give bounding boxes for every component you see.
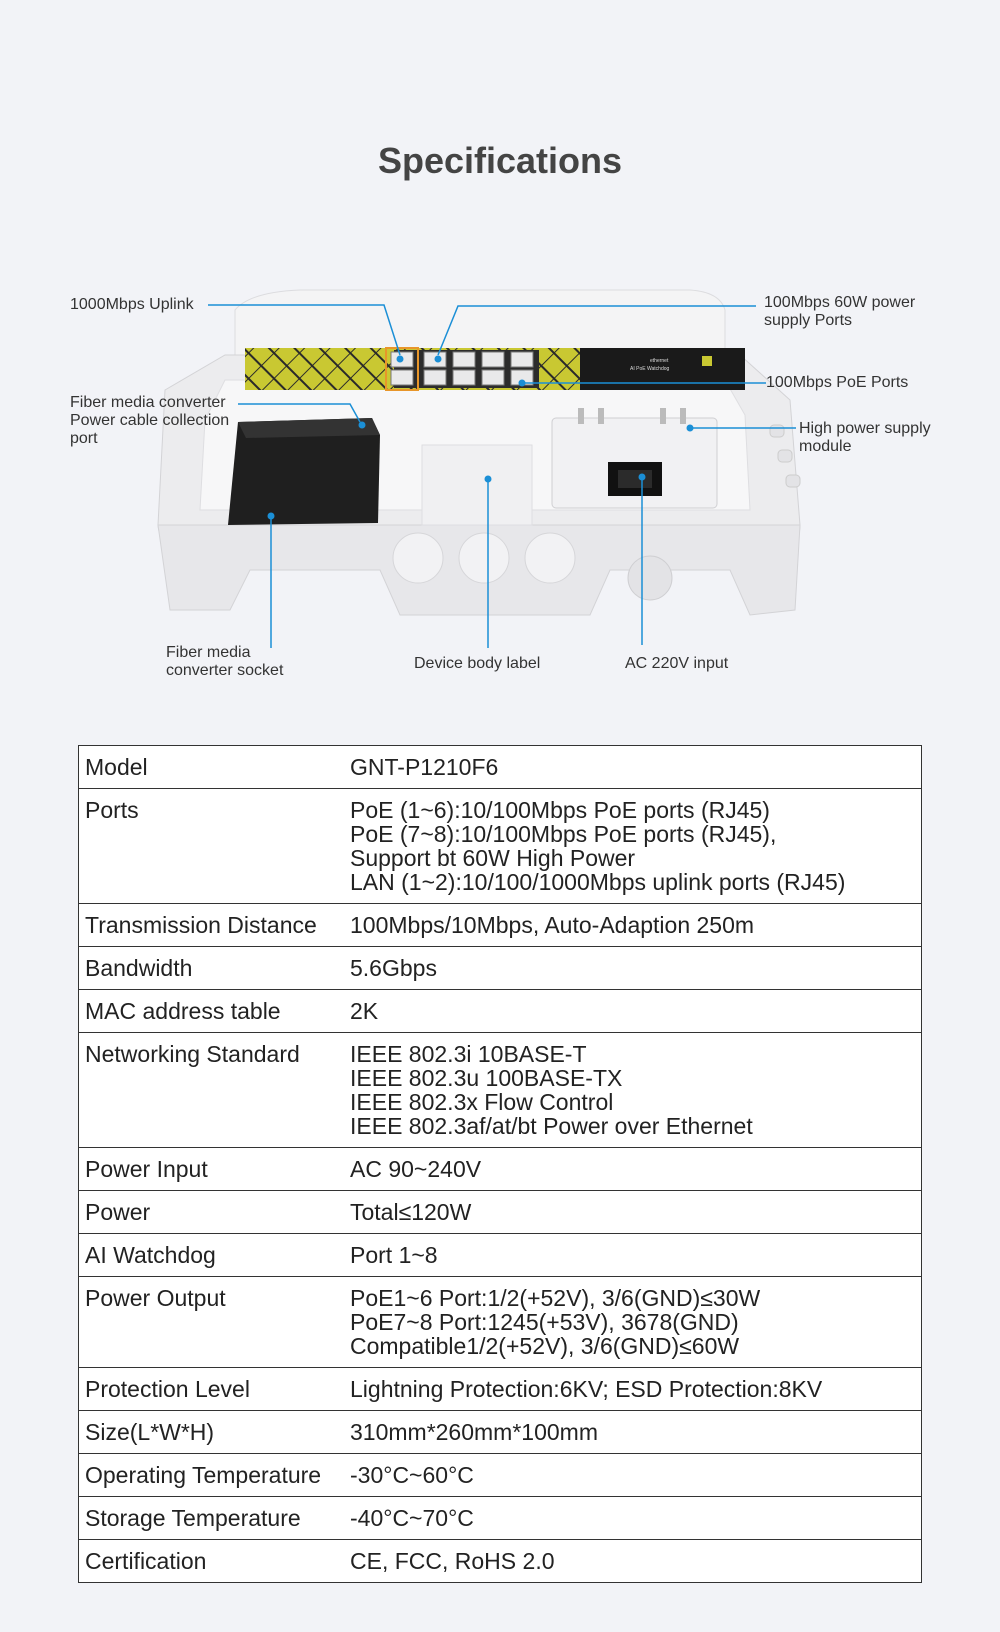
callout-psu: High power supply module xyxy=(799,420,931,455)
panel-logo xyxy=(702,356,712,366)
body-label-area xyxy=(421,444,533,526)
vent-grille xyxy=(627,555,673,601)
spec-label: Transmission Distance xyxy=(78,903,344,947)
panel-brand: ethernet xyxy=(650,358,669,364)
spec-value: GNT-P1210F6 xyxy=(344,745,922,789)
spec-value: CE, FCC, RoHS 2.0 xyxy=(344,1539,922,1583)
poe-port xyxy=(481,369,505,386)
knockout-hole xyxy=(458,532,510,584)
spec-label: Certification xyxy=(78,1539,344,1583)
spec-value: AC 90~240V xyxy=(344,1147,922,1191)
poe-port xyxy=(481,351,505,368)
callout-power-60w: 100Mbps 60W power supply Ports xyxy=(764,294,916,329)
spec-value: -30°C~60°C xyxy=(344,1453,922,1497)
spec-label: Power Input xyxy=(78,1147,344,1191)
callout-ac-input: AC 220V input xyxy=(625,655,729,672)
spec-value: Lightning Protection:6KV; ESD Protection… xyxy=(344,1367,922,1411)
spec-row: Size(L*W*H)310mm*260mm*100mm xyxy=(78,1410,922,1454)
spec-label: Model xyxy=(78,745,344,789)
spec-label: Networking Standard xyxy=(78,1032,344,1148)
poe-port xyxy=(452,351,476,368)
spec-value: Port 1~8 xyxy=(344,1233,922,1277)
spec-label: Bandwidth xyxy=(78,946,344,990)
enclosure-illustration: ethernet AI PoE Watchdog xyxy=(157,289,801,648)
enclosure-lid xyxy=(234,289,726,356)
callout-body-label: Device body label xyxy=(414,655,541,672)
spec-value: 2K xyxy=(344,989,922,1033)
poe-port xyxy=(510,351,534,368)
knockout-hole xyxy=(524,532,576,584)
panel-watchdog: AI PoE Watchdog xyxy=(630,366,669,372)
spec-value: PoE (1~6):10/100Mbps PoE ports (RJ45) Po… xyxy=(344,788,922,904)
spec-label: Protection Level xyxy=(78,1367,344,1411)
spec-label: Storage Temperature xyxy=(78,1496,344,1540)
callout-poe-ports: 100Mbps PoE Ports xyxy=(766,374,909,391)
spec-value: 100Mbps/10Mbps, Auto-Adaption 250m xyxy=(344,903,922,947)
spec-value: PoE1~6 Port:1/2(+52V), 3/6(GND)≤30W PoE7… xyxy=(344,1276,922,1368)
spec-label: Power xyxy=(78,1190,344,1234)
device-diagram: ethernet AI PoE Watchdog xyxy=(0,270,1000,690)
callout-fiber-power: Fiber media converter Power cable collec… xyxy=(70,394,230,447)
spec-label: Power Output xyxy=(78,1276,344,1368)
spec-value: Total≤120W xyxy=(344,1190,922,1234)
spec-label: MAC address table xyxy=(78,989,344,1033)
callout-fiber-socket: Fiber media converter socket xyxy=(166,644,284,679)
spec-label: Operating Temperature xyxy=(78,1453,344,1497)
spec-value: -40°C~70°C xyxy=(344,1496,922,1540)
spec-label: Ports xyxy=(78,788,344,904)
page-title: Specifications xyxy=(377,140,623,181)
spec-value: 310mm*260mm*100mm xyxy=(344,1410,922,1454)
spec-row: Operating Temperature-30°C~60°C xyxy=(78,1453,922,1497)
spec-label: AI Watchdog xyxy=(78,1233,344,1277)
poe-port xyxy=(452,369,476,386)
uplink-port xyxy=(390,369,414,386)
knockout-hole xyxy=(392,532,444,584)
fiber-converter xyxy=(228,418,380,525)
callout-uplink: 1000Mbps Uplink xyxy=(70,296,194,313)
uplink-port-frame xyxy=(385,347,419,391)
poe-port xyxy=(423,369,447,386)
spec-value: 5.6Gbps xyxy=(344,946,922,990)
spec-row: Storage Temperature-40°C~70°C xyxy=(78,1496,922,1540)
spec-label: Size(L*W*H) xyxy=(78,1410,344,1454)
spec-value: IEEE 802.3i 10BASE-T IEEE 802.3u 100BASE… xyxy=(344,1032,922,1148)
